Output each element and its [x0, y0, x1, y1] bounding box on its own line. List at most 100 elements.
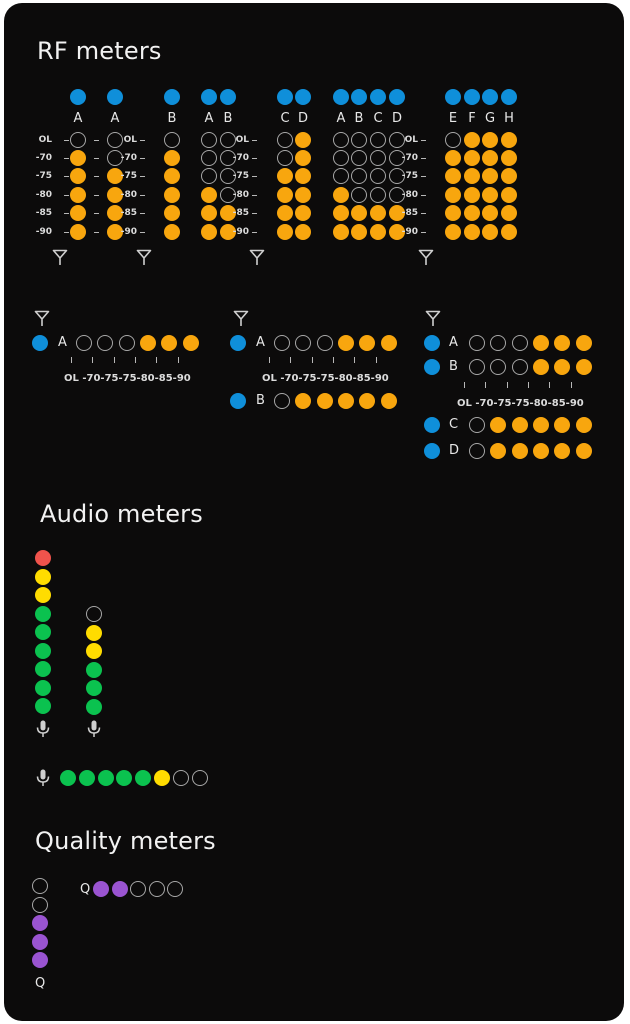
channel-label-a: A	[449, 335, 458, 350]
rf-meter-dot	[445, 205, 461, 221]
rf-meter-dot	[220, 150, 236, 166]
rf-meter-dot	[295, 335, 312, 351]
rf-meter-dot	[445, 187, 461, 203]
audio-meter-dot	[60, 770, 76, 786]
rf-meter-dot	[351, 150, 367, 166]
audio-meters-heading: Audio meters	[40, 500, 203, 528]
audio-meter-dot	[35, 642, 51, 659]
rf-scale-tick	[140, 158, 145, 159]
rf-scale-tick	[332, 357, 334, 363]
channel-label-c: C	[373, 111, 383, 126]
channel-indicator-g	[482, 89, 498, 105]
rf-meter-dot	[575, 443, 592, 459]
rf-scale-label: -75	[401, 171, 418, 181]
rf-meter-dot	[575, 335, 592, 351]
channel-label-b: B	[256, 393, 265, 408]
channel-indicator-c	[370, 89, 386, 105]
channel-label-b: B	[449, 359, 458, 374]
audio-meter-dot	[86, 661, 102, 678]
rf-scale-tick	[64, 140, 69, 141]
quality-meter-dot	[148, 881, 165, 897]
rf-meter-dot	[333, 224, 349, 240]
rf-meter-dot	[511, 443, 528, 459]
rf-scale-label: OL	[123, 135, 137, 145]
rf-scale-tick	[549, 382, 551, 388]
rf-scale-tick	[252, 213, 257, 214]
rf-scale-tick	[64, 213, 69, 214]
antenna-icon	[425, 310, 441, 326]
channel-indicator-a	[32, 335, 48, 351]
rf-meter-dot	[464, 187, 480, 203]
audio-meter-dot	[116, 770, 133, 786]
rf-meter-dot	[333, 168, 349, 184]
quality-meters-heading: Quality meters	[35, 827, 216, 855]
rf-scale-label: OL	[404, 135, 418, 145]
rf-scale-tick	[64, 176, 69, 177]
rf-scale-tick	[64, 195, 69, 196]
rf-meter-dot	[554, 443, 571, 459]
rf-scale-tick	[252, 195, 257, 196]
rf-meter-dot	[220, 132, 236, 148]
rf-meter-dot	[161, 335, 178, 351]
rf-scale-label: -90	[120, 227, 137, 237]
rf-scale-tick	[140, 195, 145, 196]
channel-indicator-b	[351, 89, 367, 105]
quality-meter-dot	[32, 878, 48, 894]
rf-meter-dot	[464, 132, 480, 148]
rf-meter-dot	[337, 335, 354, 351]
rf-scale-label: -85	[120, 208, 137, 218]
channel-indicator-b	[230, 393, 246, 409]
channel-indicator-f	[464, 89, 480, 105]
rf-scale-label: -90	[232, 227, 249, 237]
channel-indicator-d	[389, 89, 405, 105]
rf-scale-tick	[421, 176, 426, 177]
quality-meter-dot	[167, 881, 183, 897]
rf-meter-dot	[76, 335, 92, 351]
rf-scale-tick	[94, 232, 99, 233]
rf-scale-label: -80	[35, 190, 52, 200]
rf-scale-label: -70	[401, 153, 418, 163]
rf-meter-dot	[70, 187, 86, 203]
audio-meter-dot	[35, 550, 51, 566]
rf-meter-dot	[501, 168, 517, 184]
channel-indicator-a	[424, 335, 440, 351]
rf-meter-dot	[316, 393, 333, 409]
rf-scale-row: OL -70-75-75-80-85-90	[64, 373, 191, 384]
rf-scale-label: -70	[35, 153, 52, 163]
channel-label-b: B	[167, 111, 177, 126]
rf-meter-dot	[107, 205, 123, 221]
audio-meter-dot	[86, 643, 102, 659]
channel-label-b: B	[223, 111, 233, 126]
rf-meter-dot	[389, 150, 405, 166]
rf-meter-dot	[201, 224, 217, 240]
rf-scale-tick	[421, 140, 426, 141]
channel-indicator-c	[277, 89, 293, 105]
rf-scale-label: -85	[401, 208, 418, 218]
rf-meter-dot	[107, 224, 123, 240]
rf-meter-dot	[482, 132, 498, 148]
rf-scale-tick	[94, 158, 99, 159]
rf-scale-tick	[290, 357, 292, 363]
rf-meter-dot	[295, 150, 311, 166]
antenna-icon	[249, 249, 265, 265]
antenna-icon	[52, 249, 68, 265]
rf-meter-dot	[295, 187, 311, 203]
rf-scale-tick	[156, 357, 158, 363]
audio-meter-dot	[172, 770, 189, 786]
rf-meter-dot	[107, 150, 123, 166]
rf-scale-tick	[177, 357, 179, 363]
rf-meter-dot	[511, 359, 528, 375]
rf-meter-dot	[501, 224, 517, 240]
rf-meter-dot	[118, 335, 135, 351]
quality-meter-dot	[32, 896, 48, 913]
rf-meter-dot	[274, 335, 290, 351]
rf-meter-dot	[295, 205, 311, 221]
audio-meter-dot	[86, 698, 102, 715]
quality-label: Q	[80, 882, 91, 897]
rf-meter-dot	[490, 417, 507, 433]
antenna-icon	[136, 249, 152, 265]
rf-scale-tick	[71, 357, 72, 363]
rf-scale-label: -70	[232, 153, 249, 163]
rf-scale-tick	[94, 195, 99, 196]
